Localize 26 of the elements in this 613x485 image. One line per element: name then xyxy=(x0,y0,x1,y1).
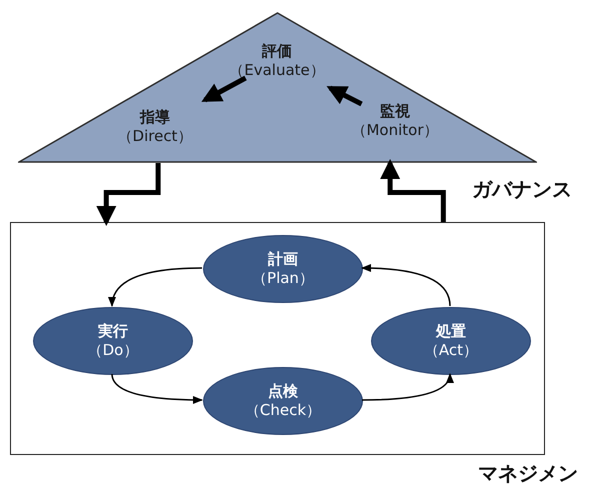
node-title: 指導 xyxy=(140,108,170,127)
section-label: ガバナンス xyxy=(472,176,572,203)
arrow xyxy=(326,86,363,106)
node-title: 実行 xyxy=(98,322,128,341)
node-subtitle: （Direct） xyxy=(118,127,192,146)
node-title: 監視 xyxy=(380,102,410,121)
arrow xyxy=(380,159,446,222)
arrow xyxy=(96,163,161,226)
management-frame xyxy=(10,222,545,455)
node-title: 処置 xyxy=(436,322,466,341)
node-subtitle: （Do） xyxy=(88,341,138,360)
node-title: 点検 xyxy=(268,382,298,401)
node-subtitle: （Act） xyxy=(424,341,478,360)
node-title: 評価 xyxy=(262,42,292,61)
section-label: マネジメン xyxy=(478,460,578,485)
arrow xyxy=(361,264,451,306)
arrow xyxy=(362,373,453,401)
arrow xyxy=(201,76,247,102)
governance-triangle xyxy=(18,12,537,163)
node-subtitle: （Monitor） xyxy=(351,121,439,140)
node-subtitle: （Plan） xyxy=(252,269,314,288)
node-title: 計画 xyxy=(268,250,298,269)
arrow xyxy=(108,267,202,307)
node-subtitle: （Evaluate） xyxy=(229,61,325,80)
arrow xyxy=(111,374,203,404)
node-subtitle: （Check） xyxy=(244,401,322,420)
